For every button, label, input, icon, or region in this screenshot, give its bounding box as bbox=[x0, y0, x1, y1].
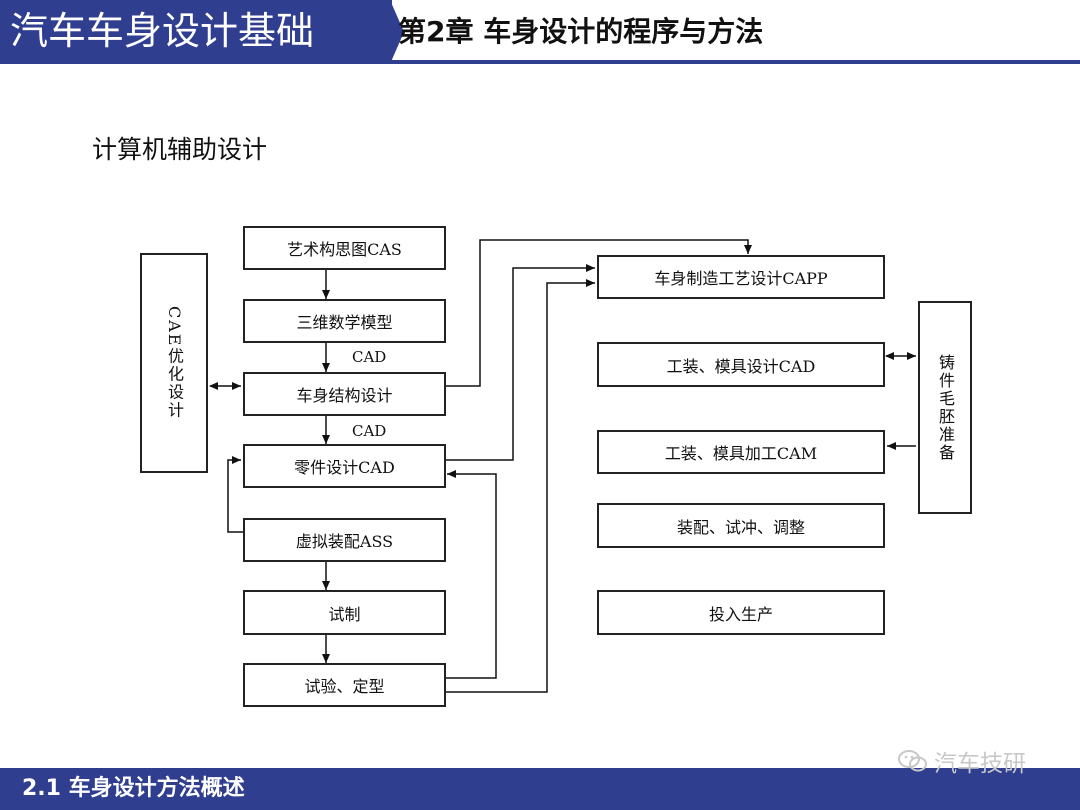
arrow-structure-to-capp bbox=[445, 239, 752, 387]
arrow-test-to-capp bbox=[445, 279, 595, 693]
arrow-test-to-part bbox=[445, 470, 497, 679]
section-subtitle: 计算机辅助设计 bbox=[92, 135, 268, 164]
box-virtual-assembly: 虚拟装配ASS bbox=[243, 518, 446, 562]
footer-section-title: 2.1 车身设计方法概述 bbox=[22, 776, 245, 801]
watermark-text: 汽车技研 bbox=[934, 751, 1026, 777]
box-body-structure: 车身结构设计 bbox=[243, 372, 446, 416]
wechat-icon bbox=[898, 750, 927, 772]
box-cae-optimization: CAE优化设计 bbox=[140, 253, 208, 473]
cad-label-1: CAD bbox=[352, 348, 387, 366]
box-assembly-tuning: 装配、试冲、调整 bbox=[597, 503, 885, 548]
arrow-part-to-capp bbox=[445, 264, 595, 461]
header-title-bar bbox=[0, 0, 392, 64]
header-underline bbox=[392, 60, 1080, 64]
box-casting-preparation: 铸件毛胚准备 bbox=[918, 301, 972, 514]
arrow-assembly-feedback bbox=[227, 456, 243, 533]
box-test-finalize: 试验、定型 bbox=[243, 663, 446, 707]
header-arrow-shape bbox=[376, 0, 404, 64]
box-trial-production: 试制 bbox=[243, 590, 446, 635]
box-3d-model: 三维数学模型 bbox=[243, 299, 446, 343]
chapter-title: 第2章 车身设计的程序与方法 bbox=[398, 15, 764, 48]
box-part-design-cad: 零件设计CAD bbox=[243, 444, 446, 488]
course-title: 汽车车身设计基础 bbox=[10, 9, 315, 53]
box-mold-machining-cam: 工装、模具加工CAM bbox=[597, 430, 885, 474]
box-mold-design-cad: 工装、模具设计CAD bbox=[597, 342, 885, 387]
cad-label-2: CAD bbox=[352, 422, 387, 440]
footer-bar bbox=[0, 768, 1080, 810]
watermark: 汽车技研 bbox=[898, 744, 1026, 778]
box-art-concept-cas: 艺术构思图CAS bbox=[243, 226, 446, 270]
box-capp: 车身制造工艺设计CAPP bbox=[597, 255, 885, 299]
box-production: 投入生产 bbox=[597, 590, 885, 635]
